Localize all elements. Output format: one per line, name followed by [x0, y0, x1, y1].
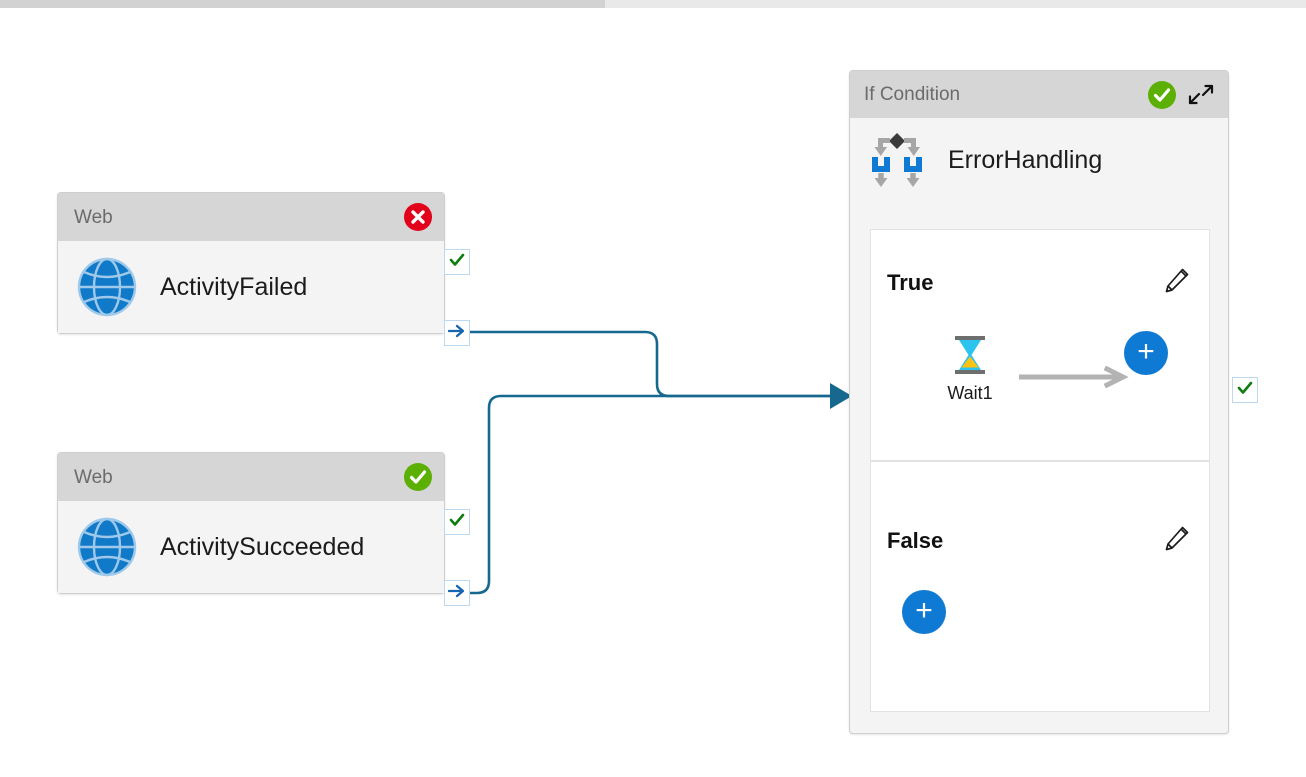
activity-wait1[interactable]: Wait1: [927, 334, 1013, 404]
flow-arrow-icon: [1018, 365, 1129, 389]
activity-card-body: ActivitySucceeded: [58, 501, 444, 593]
activity-card-header: Web: [58, 193, 444, 241]
check-icon: [448, 251, 466, 274]
activity-type-label: Web: [74, 206, 113, 228]
port-success-output[interactable]: [444, 249, 470, 275]
globe-icon: [76, 256, 138, 318]
success-check-icon: [1148, 80, 1176, 109]
activity-card-header: Web: [58, 453, 444, 501]
activity-type-label: Web: [74, 466, 113, 488]
port-failure-output[interactable]: [444, 320, 470, 346]
add-activity-button[interactable]: +: [1124, 331, 1168, 375]
port-completion-output[interactable]: [444, 580, 470, 606]
check-icon: [448, 511, 466, 534]
branch-false[interactable]: False +: [870, 461, 1210, 712]
pencil-icon[interactable]: [1163, 524, 1191, 552]
error-x-icon: [404, 203, 432, 231]
horizontal-scrollbar[interactable]: [0, 0, 1306, 8]
arrow-right-icon: [447, 582, 467, 605]
collapse-arrows-icon[interactable]: [1186, 80, 1216, 110]
hourglass-icon: [951, 336, 989, 380]
if-condition-header: If Condition: [850, 71, 1228, 118]
globe-icon: [76, 516, 138, 578]
scrollbar-thumb[interactable]: [0, 0, 605, 8]
branch-label: False: [887, 528, 944, 553]
plus-icon: +: [915, 593, 933, 627]
plus-icon: +: [1137, 334, 1155, 368]
branch-label: True: [887, 270, 934, 295]
port-success-output[interactable]: [444, 509, 470, 535]
activity-card-activityfailed[interactable]: Web ActivityFailed: [57, 192, 470, 346]
if-condition-type-label: If Condition: [864, 84, 961, 105]
check-icon: [1236, 379, 1254, 402]
if-condition-panel[interactable]: If Condition: [849, 70, 1229, 734]
arrow-right-icon: [447, 322, 467, 345]
activity-name: ActivityFailed: [160, 272, 308, 301]
port-if-condition-output[interactable]: [1232, 377, 1258, 403]
if-condition-identity: ErrorHandling: [850, 118, 1228, 202]
activity-card-activitysucceeded[interactable]: Web ActivitySucceeded: [57, 452, 470, 606]
activity-card-body: ActivityFailed: [58, 241, 444, 333]
if-condition-name: ErrorHandling: [948, 145, 1103, 174]
add-activity-button[interactable]: +: [902, 590, 946, 634]
pencil-icon[interactable]: [1163, 266, 1191, 294]
branch-icon: [866, 131, 928, 189]
success-check-icon: [404, 463, 432, 491]
activity-name: Wait1: [947, 383, 993, 403]
branch-true[interactable]: True Wait1: [870, 229, 1210, 461]
activity-name: ActivitySucceeded: [160, 532, 365, 561]
